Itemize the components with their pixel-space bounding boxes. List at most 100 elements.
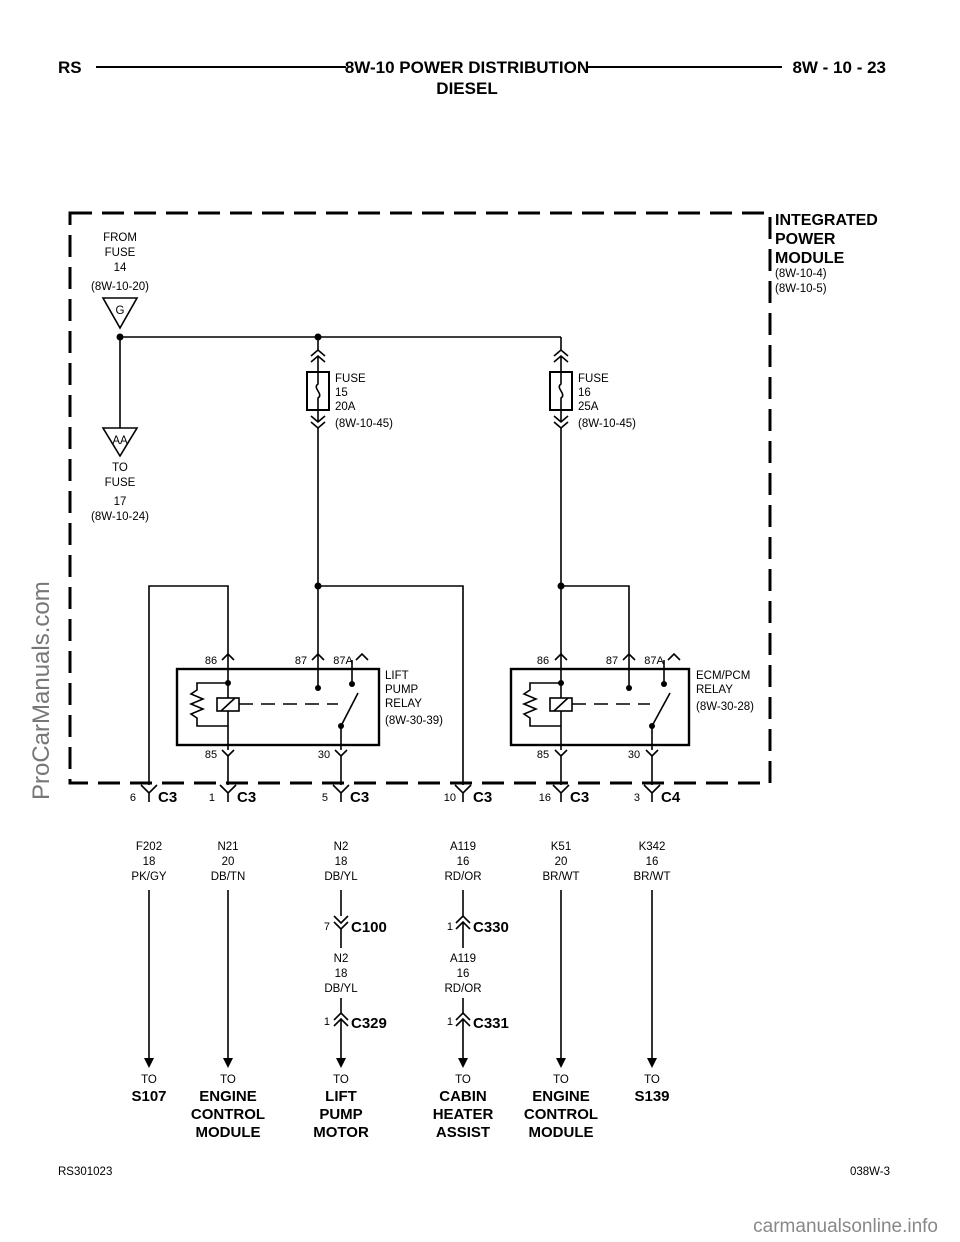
connector-c329-symbol: [333, 1011, 349, 1058]
relay1-label-2: PUMP: [385, 684, 419, 696]
wire-code: F202: [136, 841, 162, 853]
module-label-3: MODULE: [775, 250, 845, 267]
relay1-coil-slash: [220, 697, 236, 712]
wire-gauge: 20: [555, 856, 568, 868]
relay2-coil-slash: [553, 697, 569, 712]
arrow: [144, 1058, 154, 1068]
arrow: [336, 1058, 346, 1068]
relay1-resistor: [188, 682, 228, 727]
to-fuse-l2: FUSE: [105, 477, 136, 489]
relay2-dot-87a: [661, 681, 667, 687]
connector-c3-pin5-symbol: [332, 784, 350, 802]
wire-code: K342: [639, 841, 666, 853]
relay1-label-1: LIFT: [385, 670, 409, 682]
connector-c3-pin10-symbol: [454, 784, 472, 802]
wire-color: BR/WT: [633, 871, 670, 883]
fuse15-ref: (8W-10-45): [335, 418, 393, 430]
relay2-pin87a: 87A: [644, 655, 664, 667]
connector-pin: 10: [444, 792, 456, 804]
column-n21: 1 C3 N21 20 DB/TN TO ENGINE CONTROL MODU…: [191, 784, 265, 1141]
relay1-pin87a: 87A: [333, 655, 353, 667]
column-k342: 3 C4 K342 16 BR/WT TO S139: [633, 784, 681, 1105]
connector-name: C3: [473, 789, 492, 806]
connector-name: C3: [237, 789, 256, 806]
column-f202: 6 C3 F202 18 PK/GY TO S107: [130, 784, 177, 1105]
module-border: [68, 211, 772, 785]
module-ref-2: (8W-10-5): [775, 283, 827, 295]
dest-l3: MODULE: [529, 1124, 594, 1141]
connector-pin: 16: [539, 792, 551, 804]
connector-pin: 6: [130, 792, 136, 804]
a119b-gauge: 16: [457, 968, 470, 980]
wire-fuse15-to-a119: [318, 585, 464, 785]
column-n2: 5 C3 N2 18 DB/YL 7 C100 N2 18 DB/YL 1 C3…: [313, 784, 387, 1141]
c331-pin: 1: [447, 1016, 453, 1028]
c330-name: C330: [473, 919, 509, 936]
header-right: 8W - 10 - 23: [792, 58, 886, 77]
relay2-label-1: ECM/PCM: [696, 670, 750, 682]
arrow: [223, 1058, 233, 1068]
fuse16-element: [558, 372, 564, 410]
dest-l2: CONTROL: [524, 1106, 598, 1123]
n2b-code: N2: [334, 953, 349, 965]
header-left: RS: [58, 58, 82, 77]
a119b-code: A119: [450, 953, 476, 965]
arrow: [647, 1058, 657, 1068]
dest-l1: CABIN: [439, 1088, 487, 1105]
c330-pin: 1: [447, 921, 453, 933]
relay2-term-30: [645, 749, 659, 758]
relay1-term-30: [334, 749, 348, 758]
relay2-box: [509, 667, 691, 747]
relay2-pin87: 87: [606, 655, 618, 667]
relay2-label-2: RELAY: [696, 684, 733, 696]
relay1-label-3: RELAY: [385, 698, 422, 710]
module-ref-1: (8W-10-4): [775, 268, 827, 280]
wire-gauge: 16: [646, 856, 659, 868]
wire-code: A119: [450, 841, 476, 853]
dest-to: TO: [455, 1074, 471, 1086]
column-k51: 16 C3 K51 20 BR/WT TO ENGINE CONTROL MOD…: [524, 784, 598, 1141]
dest-to: TO: [220, 1074, 236, 1086]
wire-gauge: 18: [143, 856, 156, 868]
wire-gauge: 18: [335, 856, 348, 868]
fuse16-l2: 16: [578, 387, 591, 399]
wire-gauge: 16: [457, 856, 470, 868]
relay1-pin87: 87: [295, 655, 307, 667]
relay2-term-87a: [667, 652, 681, 661]
c329-pin: 1: [324, 1016, 330, 1028]
relay2-ref: (8W-30-28): [696, 701, 754, 713]
c329-name: C329: [351, 1015, 387, 1032]
relay1-dot-87: [315, 685, 321, 691]
connector-c331-symbol: [455, 1011, 471, 1058]
bottom-watermark: carmanualsonline.info: [753, 1216, 938, 1237]
dest-l2: CONTROL: [191, 1106, 265, 1123]
wire-color: DB/TN: [211, 871, 246, 883]
relay1-pin85: 85: [205, 749, 217, 761]
lift-pump-relay: 86 87 87A 85 30 LIFT PUMP RELAY (8W-30-3…: [175, 652, 443, 761]
from-fuse-l3: 14: [114, 262, 127, 274]
relay2-term-85: [554, 749, 568, 758]
relay1-term-87: [311, 652, 325, 661]
c100-name: C100: [351, 919, 387, 936]
relay2-switch-arm: [651, 692, 671, 727]
from-fuse-l1: FROM: [103, 232, 137, 244]
relay1-dot-87a: [349, 681, 355, 687]
dest-l3: ASSIST: [436, 1124, 490, 1141]
dest-l2: PUMP: [319, 1106, 362, 1123]
splice-aa-triangle: [101, 427, 139, 458]
relay1-pin86: 86: [205, 655, 217, 667]
relay2-term-87: [622, 652, 636, 661]
connector-pin: 5: [322, 792, 328, 804]
dest-l1: S107: [131, 1088, 166, 1105]
fuse16-ref: (8W-10-45): [578, 418, 636, 430]
connector-c4-pin3-symbol: [643, 784, 661, 802]
relay2-resistor: [521, 682, 561, 727]
connector-name: C4: [661, 789, 681, 806]
dest-l3: MODULE: [196, 1124, 261, 1141]
to-fuse-l1: TO: [112, 462, 128, 474]
relay1-term-87a: [355, 652, 369, 661]
dest-l1: S139: [634, 1088, 669, 1105]
fuse15-l2: 15: [335, 387, 348, 399]
wire-fuse16-to-87: [561, 585, 630, 660]
